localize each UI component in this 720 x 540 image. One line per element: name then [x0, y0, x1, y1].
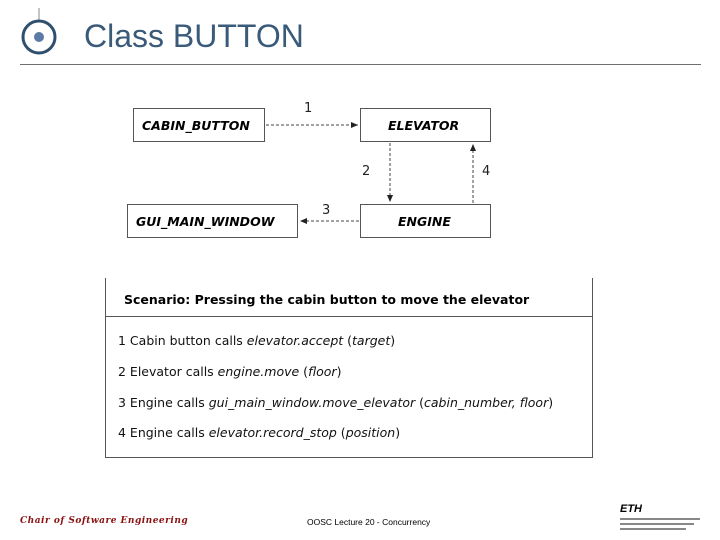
class-box-elevator: ELEVATOR [360, 108, 491, 142]
scenario-step: 1 Cabin button calls elevator.accept (ta… [118, 333, 395, 348]
step-call: elevator.record_stop [208, 425, 337, 440]
step-arg: position [345, 425, 396, 440]
class-box-cabin-button: CABIN_BUTTON [133, 108, 265, 142]
chair-logo-icon [21, 8, 57, 55]
title-divider [20, 64, 701, 65]
step-paren-open: ( [343, 333, 353, 348]
step-prefix: 1 Cabin button calls [118, 333, 247, 348]
arrow-label-3: 3 [322, 203, 331, 218]
arrow-label-2: 2 [362, 164, 371, 179]
scenario-step: 3 Engine calls gui_main_window.move_elev… [118, 395, 553, 410]
scenario-step: 4 Engine calls elevator.record_stop (pos… [118, 425, 400, 440]
step-call: engine.move [217, 364, 300, 379]
step-arg: floor [308, 364, 337, 379]
eth-logo-line [620, 528, 686, 530]
step-paren-open: ( [336, 425, 346, 440]
scenario-title: Scenario: Pressing the cabin button to m… [124, 292, 530, 307]
arrow-label-4: 4 [482, 164, 491, 179]
slide-title: Class BUTTON [84, 18, 304, 54]
step-call: elevator.accept [246, 333, 344, 348]
arrow-label-1: 1 [304, 101, 313, 116]
step-paren-open: ( [415, 395, 424, 410]
eth-logo-text: ETH [620, 503, 642, 515]
step-prefix: 4 Engine calls [118, 425, 209, 440]
step-paren-open: ( [299, 364, 309, 379]
scenario-step: 2 Elevator calls engine.move (floor) [118, 364, 341, 379]
footer-lecture-title: OOSC Lecture 20 - Concurrency [307, 517, 431, 527]
step-call: gui_main_window.move_elevator [208, 395, 416, 410]
scenario-divider [106, 316, 592, 317]
step-arg: cabin_number, floor [424, 395, 549, 410]
eth-logo-line [620, 518, 700, 520]
step-paren-close: ) [395, 425, 401, 440]
step-prefix: 3 Engine calls [118, 395, 209, 410]
footer-chair-name: Chair of Software Engineering [20, 516, 189, 526]
step-paren-close: ) [390, 333, 396, 348]
step-prefix: 2 Elevator calls [118, 364, 218, 379]
class-box-engine: ENGINE [360, 204, 491, 238]
eth-logo-line [620, 523, 694, 525]
class-box-gui-main-window: GUI_MAIN_WINDOW [127, 204, 298, 238]
scenario-panel: Scenario: Pressing the cabin button to m… [105, 278, 593, 458]
step-paren-close: ) [336, 364, 342, 379]
eth-logo: ETH [620, 503, 702, 530]
step-paren-close: ) [548, 395, 554, 410]
step-arg: target [352, 333, 391, 348]
